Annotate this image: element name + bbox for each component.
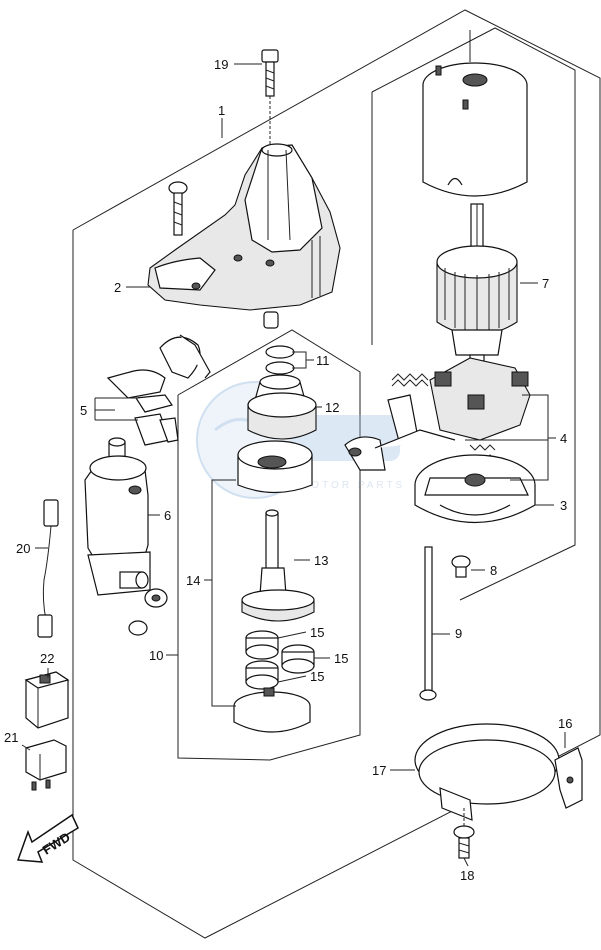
callout-14: 14	[186, 573, 200, 588]
screw-housing	[168, 181, 188, 236]
through-bolt-9	[419, 546, 437, 701]
callout-15-c: 15	[310, 669, 324, 684]
lever-parts-5	[106, 334, 211, 446]
yoke-housing	[422, 62, 528, 197]
callout-12: 12	[325, 400, 339, 415]
watermark-text: MOTOR PARTS	[300, 480, 405, 491]
bracket-16	[554, 747, 583, 809]
band-17	[414, 723, 560, 821]
callout-15-a: 15	[310, 625, 324, 640]
callout-6: 6	[164, 508, 171, 523]
callout-22: 22	[40, 651, 54, 666]
fwd-arrow-icon: FWD	[16, 813, 79, 863]
callout-18: 18	[460, 868, 474, 883]
callout-11: 11	[316, 353, 330, 368]
callout-21: 21	[4, 730, 18, 745]
pinion-group-boundary	[177, 329, 361, 761]
callout-19: 19	[214, 57, 228, 72]
callout-9: 9	[455, 626, 462, 641]
callout-5: 5	[80, 403, 87, 418]
callout-3: 3	[560, 498, 567, 513]
callout-10: 10	[149, 648, 163, 663]
callout-20: 20	[16, 541, 30, 556]
bolt-8	[451, 555, 471, 578]
callout-4: 4	[560, 431, 567, 446]
solenoid-6	[84, 437, 168, 636]
callout-2: 2	[114, 280, 121, 295]
armature-7	[436, 203, 518, 374]
assembly-boundary-inner	[371, 27, 576, 601]
callout-labels: 19 1 2 7 11 12 5 4 3 6 20 13 8 14 15 9 1…	[4, 57, 572, 883]
planet-gears-15	[245, 630, 315, 690]
bolt-18	[453, 808, 475, 859]
retainer-ring-14	[233, 687, 311, 733]
internal-gear	[237, 440, 313, 494]
callout-1: 1	[218, 103, 225, 118]
callout-17: 17	[372, 763, 386, 778]
callout-8: 8	[490, 563, 497, 578]
front-housing-2	[147, 143, 341, 329]
callout-15-b: 15	[334, 651, 348, 666]
brush-holder-4	[344, 357, 531, 471]
armature-windings	[444, 268, 510, 334]
assembly-boundary-outer	[72, 9, 601, 939]
callout-16: 16	[558, 716, 572, 731]
lead-wire-20	[37, 499, 59, 638]
callout-13: 13	[314, 553, 328, 568]
pinion-gear-12	[247, 374, 317, 440]
leader-lines	[21, 30, 566, 867]
relay-connector-21	[25, 739, 67, 791]
callout-7: 7	[542, 276, 549, 291]
relay-22	[24, 671, 70, 729]
snap-ring-11	[265, 345, 295, 375]
drive-shaft-13	[241, 509, 315, 622]
rear-bracket-3	[414, 454, 536, 524]
